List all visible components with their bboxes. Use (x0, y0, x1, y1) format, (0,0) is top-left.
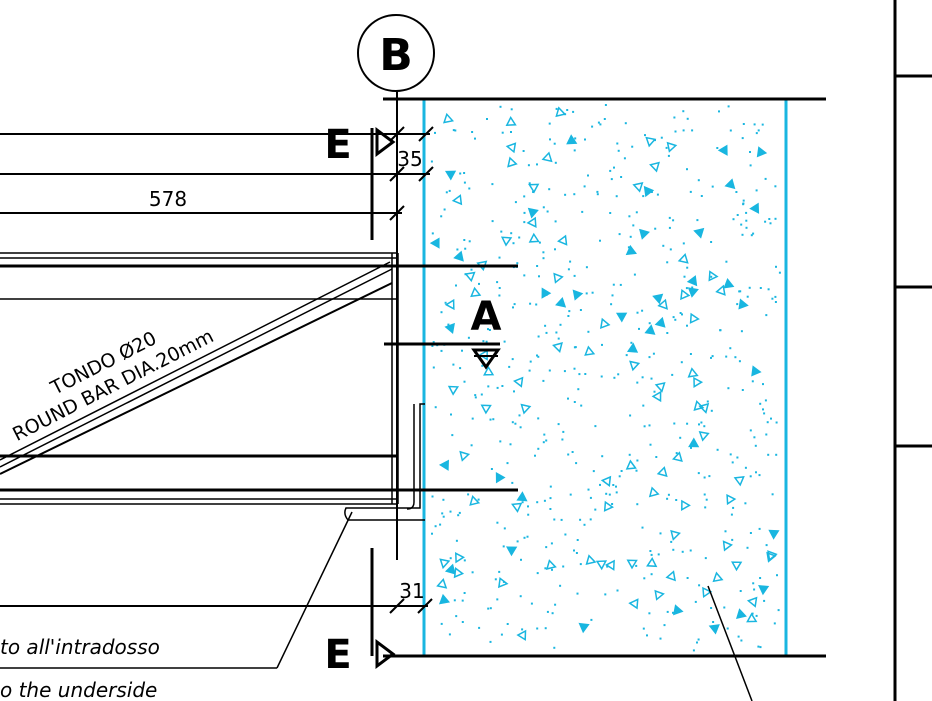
leader-lines (0, 511, 753, 701)
section-arrow-top (375, 127, 396, 157)
dimension-top: 35 (397, 147, 422, 171)
dimension-width: 578 (149, 187, 187, 211)
section-label-bottom: E (324, 632, 351, 678)
title-block-border (893, 0, 932, 701)
level-triangle (471, 348, 501, 370)
note-en: o the underside (0, 678, 157, 701)
dimension-ticks (370, 126, 434, 656)
reference-lines (0, 133, 430, 607)
bar-note-en: ROUND BAR DIA.20mm (9, 325, 217, 446)
grid-axis-b: B (357, 14, 435, 560)
grid-label: B (379, 30, 413, 81)
section-arrow-bottom (375, 639, 396, 669)
dimension-bottom: 31 (399, 579, 424, 603)
section-marker-a: A (384, 294, 502, 370)
steel-beam (0, 252, 518, 521)
wall-edges (383, 97, 826, 658)
concrete-wall (422, 99, 788, 655)
bar-annotation: TONDO Ø20 ROUND BAR DIA.20mm (9, 325, 217, 446)
section-label-top: E (324, 122, 351, 168)
section-cut-top: E (324, 122, 396, 168)
section-cut-bottom: E (324, 632, 396, 678)
concrete-hatch (429, 104, 781, 652)
section-marker-label: A (471, 294, 502, 340)
note-it: to all'intradosso (0, 635, 160, 659)
